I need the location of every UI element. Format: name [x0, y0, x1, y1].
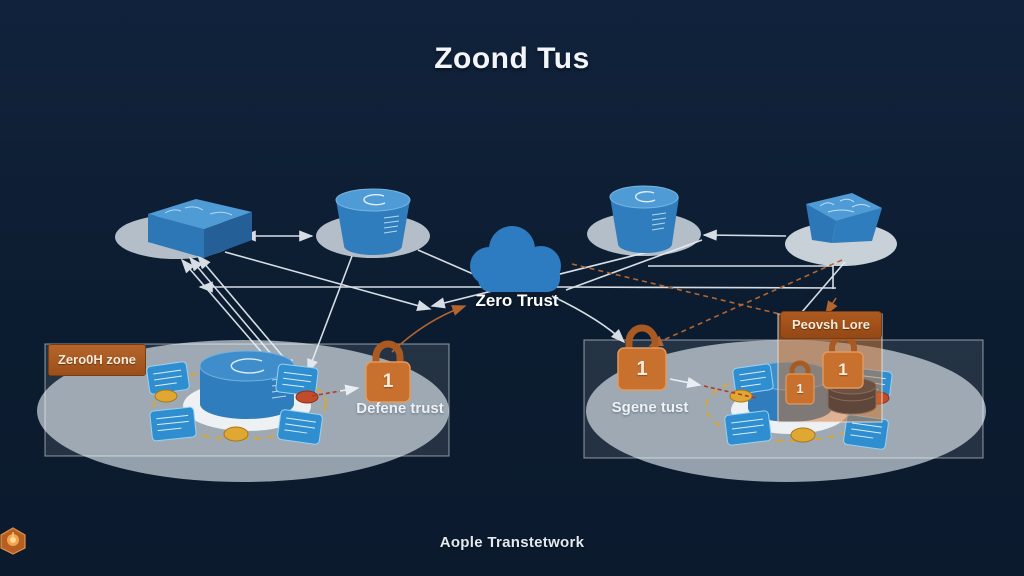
token-badge — [790, 427, 816, 443]
token-badge — [729, 389, 753, 403]
token-badge — [154, 389, 178, 403]
footer-brand: Aople Transtetwork — [0, 527, 1024, 557]
policy-panel-title: Peovsh Lore — [780, 311, 882, 339]
diagram-title: Zoond Tus — [434, 42, 590, 75]
padlock-icon-small — [785, 360, 815, 405]
left-lock-label: Defene trust — [356, 400, 444, 417]
left-policy-flow — [311, 384, 360, 397]
cloud-icon — [470, 226, 561, 292]
right-lock-label: Sgene tust — [611, 399, 689, 416]
database-cylinder-icon-left — [335, 188, 411, 255]
left-zone-tag: Zero0H zone — [48, 344, 146, 376]
left-hub-chips — [146, 361, 323, 445]
workbench-box-icon — [806, 193, 882, 243]
database-cylinder-icon-right — [609, 185, 679, 253]
right-policy-flow — [669, 376, 757, 399]
token-badge — [223, 426, 249, 442]
server-box-icon — [148, 199, 252, 258]
panel-small-lock-number: 1 — [796, 381, 804, 396]
panel-lock-number: 1 — [838, 360, 848, 379]
left-hub — [153, 350, 327, 440]
alert-badge — [295, 390, 319, 404]
padlock-icon-right — [617, 324, 667, 391]
footer-brand-text: Aople Transtetwork — [439, 533, 585, 551]
left-lock-number: 1 — [382, 371, 394, 392]
padlock-icon-left — [365, 340, 411, 403]
right-lock-number: 1 — [636, 358, 648, 380]
cloud-label: Zero Trust — [475, 291, 559, 310]
brand-cube-icon — [0, 527, 26, 555]
